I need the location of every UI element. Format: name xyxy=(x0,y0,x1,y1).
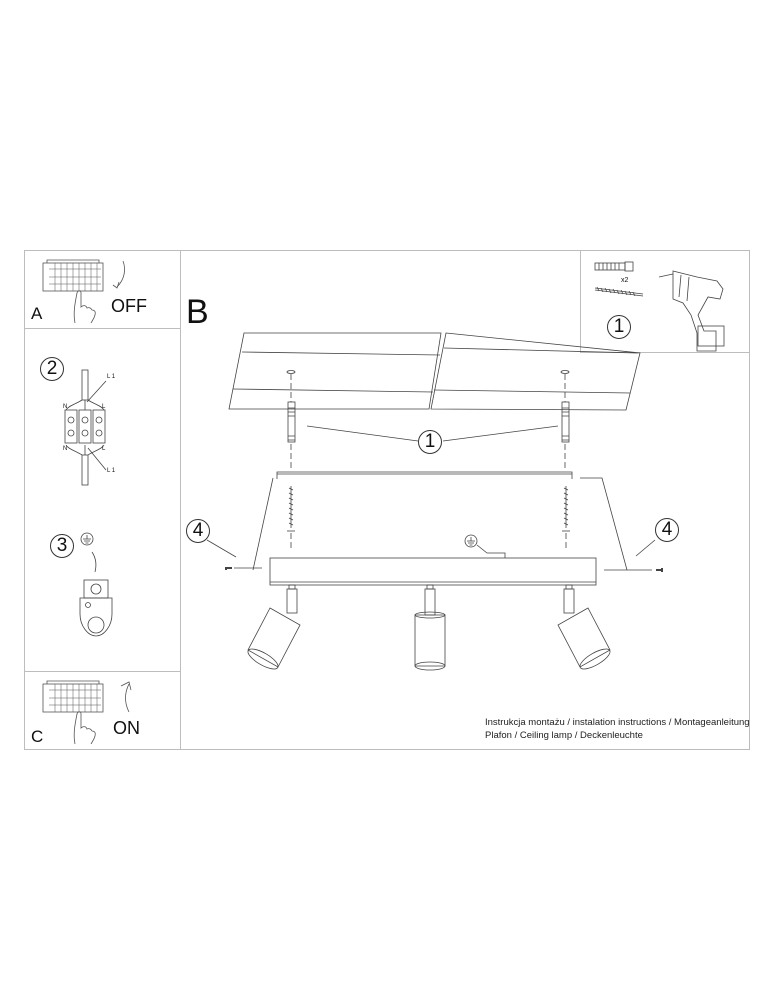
mounting-bracket xyxy=(276,471,573,479)
panel-a-letter: A xyxy=(31,304,43,323)
wall-plug-dowel-icon xyxy=(594,261,634,272)
ceiling-slab-right xyxy=(430,332,641,411)
step-1-badge-dowels: 1 xyxy=(418,430,442,454)
panel-b-letter: B xyxy=(186,293,209,331)
step-1-badge-tools: 1 xyxy=(607,315,631,339)
ceiling-slab-left xyxy=(228,332,442,410)
wire-label-l1-top: L 1 xyxy=(107,374,116,380)
spotlight-center xyxy=(414,584,446,671)
spotlight-left xyxy=(247,584,301,670)
wall-plug-right xyxy=(561,401,570,443)
wire-label-n-top: N xyxy=(63,404,68,410)
ground-earth-icon xyxy=(80,532,94,546)
lamp-base-bar xyxy=(269,557,597,586)
panel-c-switch-on: C ON xyxy=(24,671,181,750)
step-4-badge-left: 4 xyxy=(186,519,210,543)
step-3-badge: 3 xyxy=(50,534,74,558)
step-2-badge: 2 xyxy=(40,357,64,381)
panel-c-letter: C xyxy=(31,727,44,746)
wall-plug-left xyxy=(287,401,296,443)
step-4-badge-right: 4 xyxy=(655,518,679,542)
circuit-breaker-switch-off-icon xyxy=(42,259,125,324)
wire-label-n-bottom: N xyxy=(63,446,68,452)
instruction-sheet-frame xyxy=(24,250,750,750)
panel-tools: x2 1 xyxy=(580,250,750,353)
panel-a-switch-off: A OFF xyxy=(24,250,181,329)
tools-illustration xyxy=(594,261,725,352)
switch-on-label: ON xyxy=(113,718,140,738)
left-column-divider xyxy=(180,250,181,750)
dowel-quantity: x2 xyxy=(621,277,629,284)
wire-label-l-top: L xyxy=(102,404,106,410)
screw-icon xyxy=(594,286,644,297)
wire-label-l1-bottom: L 1 xyxy=(107,468,116,474)
spotlight-right xyxy=(557,584,611,670)
document-title: Instrukcja montażu / instalation instruc… xyxy=(485,717,750,728)
document-subtitle: Plafon / Ceiling lamp / Deckenleuchte xyxy=(485,730,643,741)
wire-label-l-bottom: L xyxy=(102,446,106,452)
power-drill-icon xyxy=(658,270,725,352)
document-caption: Instrukcja montażu / instalation instruc… xyxy=(485,716,750,742)
switch-off-label: OFF xyxy=(111,296,147,316)
circuit-breaker-switch-on-icon xyxy=(42,680,132,745)
